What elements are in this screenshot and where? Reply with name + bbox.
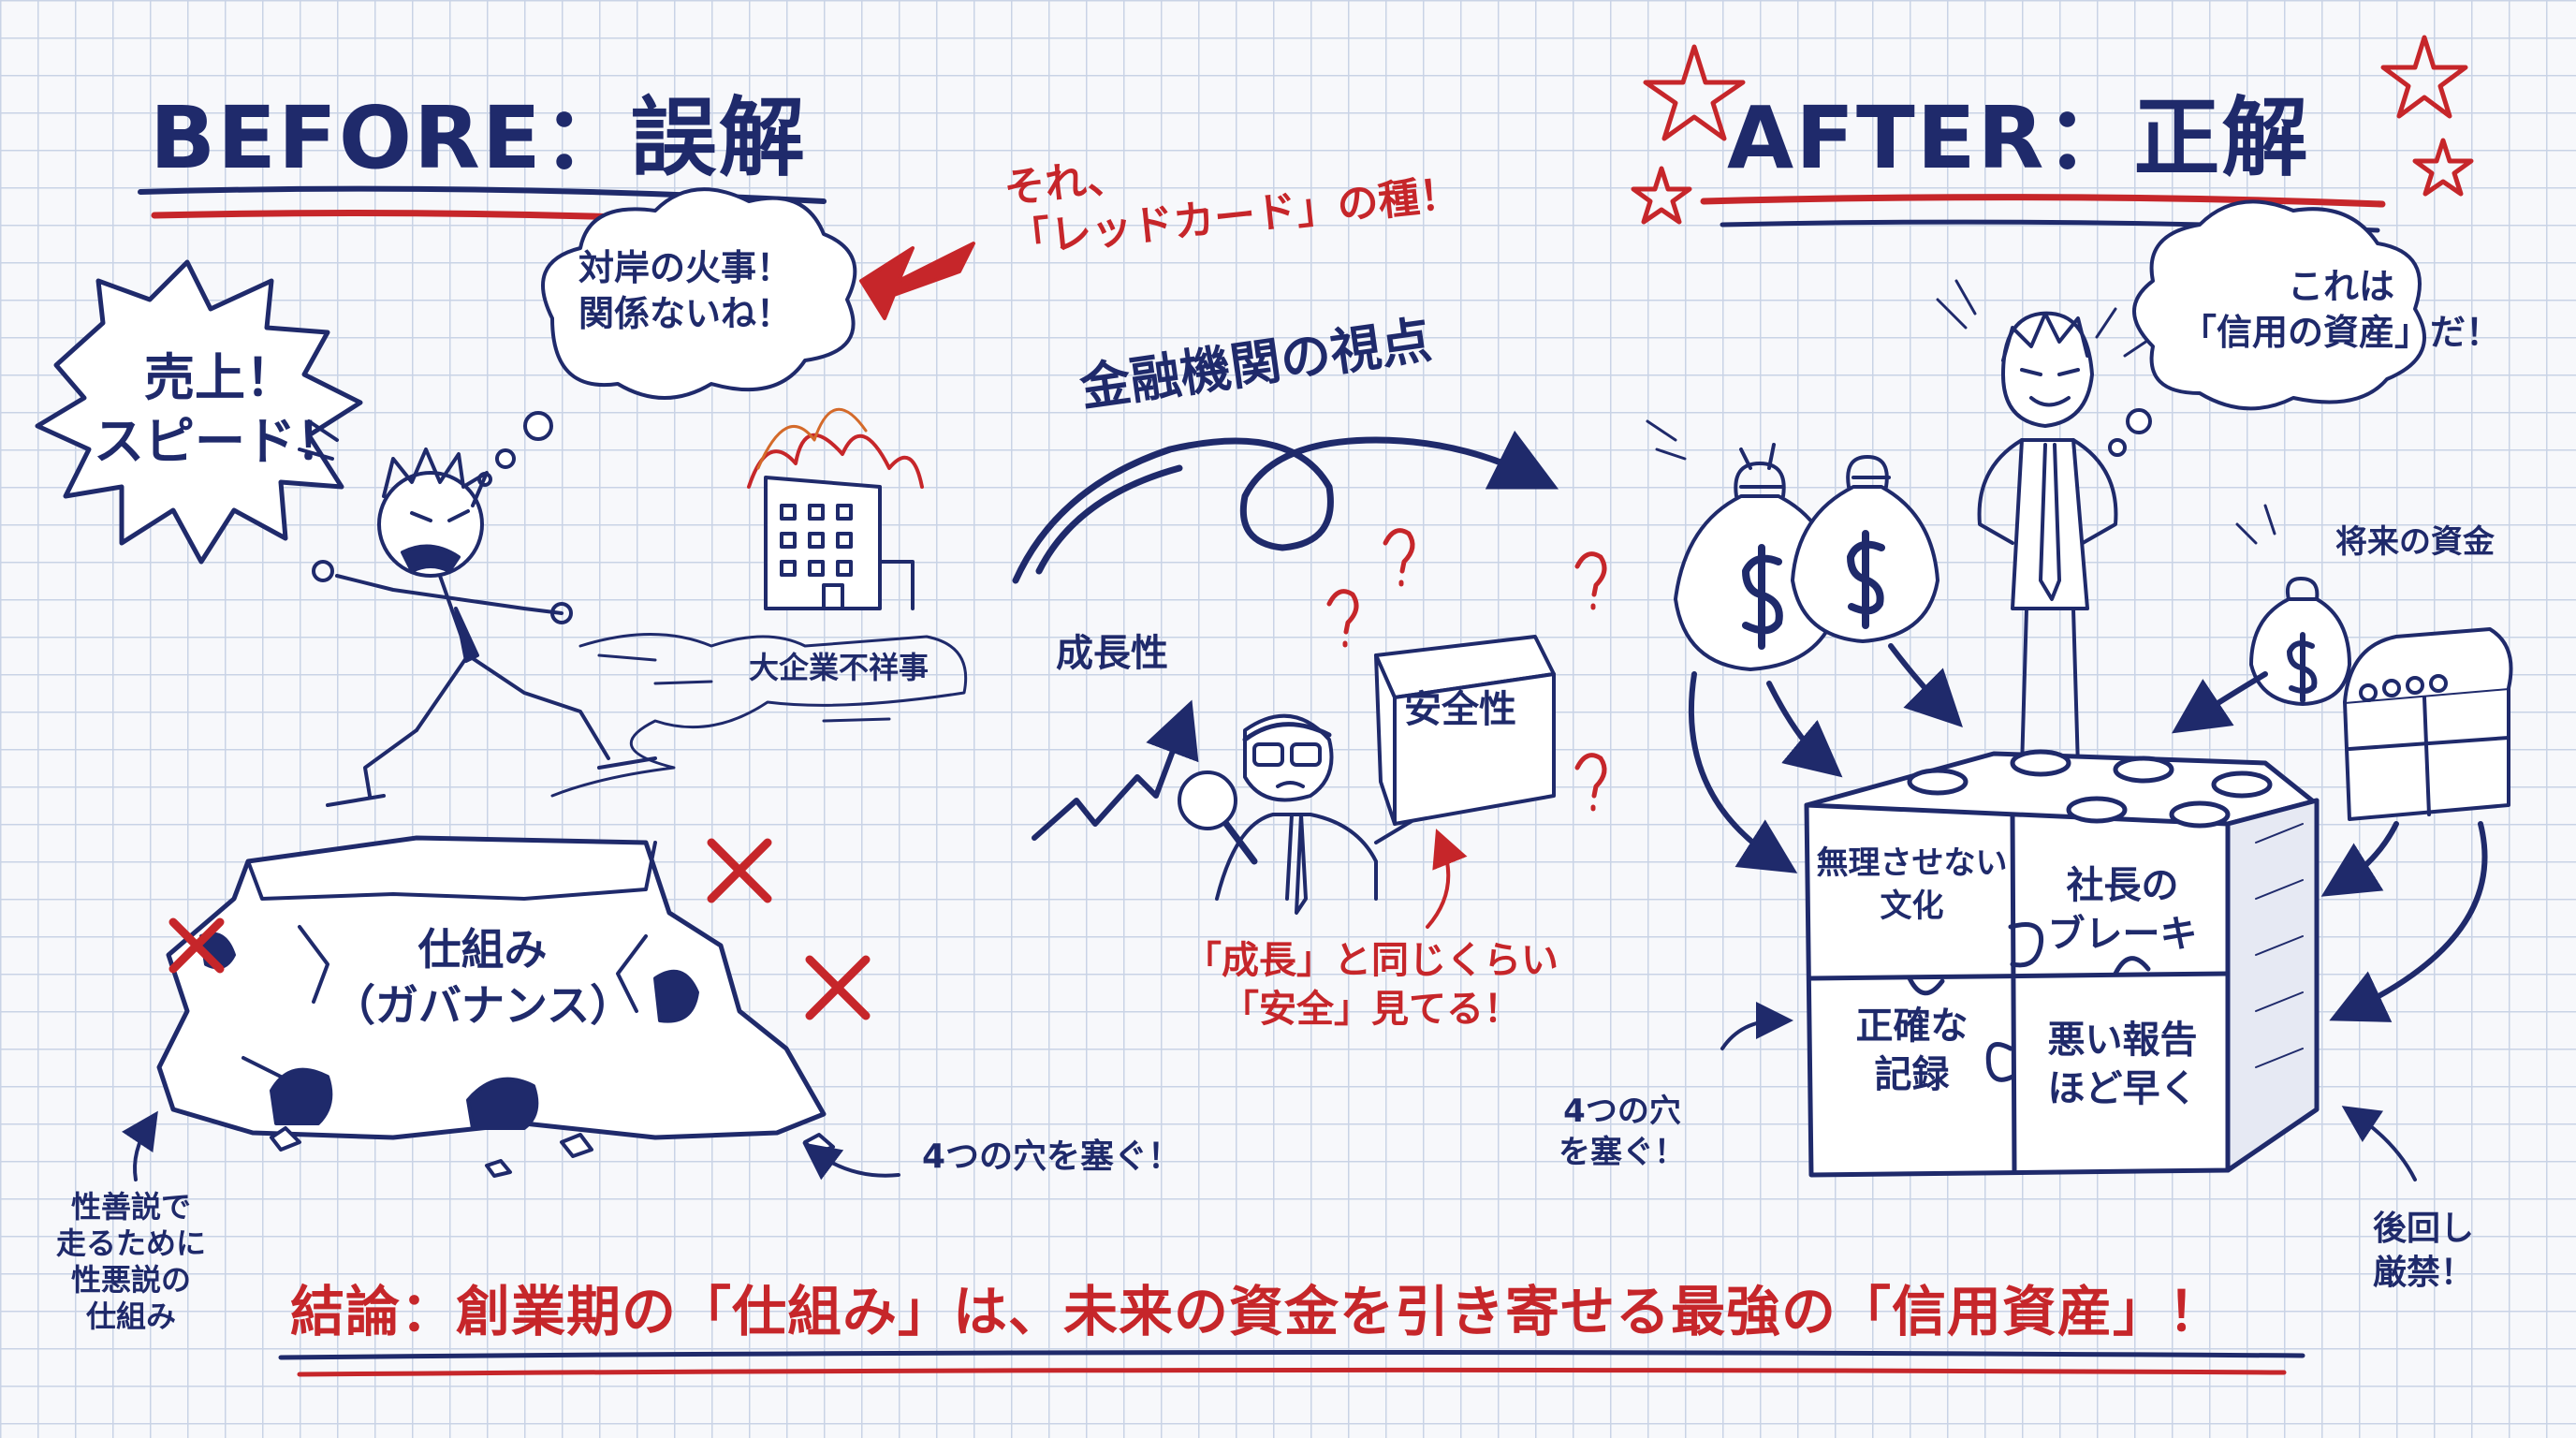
growth-arrow — [1032, 699, 1199, 841]
block-line: ほど早く — [2047, 1067, 2198, 1110]
after-title: AFTER：正解 — [1727, 88, 2310, 188]
thought-cloud-after — [2108, 199, 2426, 457]
block-3: 正確な 記録 — [1816, 1002, 2008, 1099]
money-bag-icons — [1674, 443, 2351, 706]
plug-note-before: 4つの穴を塞ぐ！ — [922, 1137, 1182, 1176]
side-note-line: 仕組み — [86, 1299, 177, 1335]
inspector-with-magnifier — [1178, 713, 1425, 915]
box-label: 安全性 — [1404, 688, 1516, 731]
burst-line: スピード！ — [94, 411, 346, 471]
plug-note-line: を塞ぐ！ — [1559, 1134, 1686, 1172]
rock-line: 仕組み — [417, 924, 548, 975]
block-line: 無理させない — [1816, 844, 2008, 882]
block-line: 文化 — [1880, 887, 1944, 925]
side-note-line: 走るために — [56, 1225, 207, 1262]
thought-before-text: 対岸の火事！ 関係ないね！ — [578, 245, 792, 338]
burning-building — [747, 407, 924, 610]
side-note-arrow-left — [122, 1110, 158, 1181]
safety-box — [1374, 635, 1556, 826]
side-note-line: 厳禁！ — [2373, 1253, 2475, 1292]
red-warning-arrow — [859, 242, 975, 320]
rock-line: （ガバナンス） — [332, 979, 634, 1031]
running-businessman — [298, 419, 657, 807]
plug-arrow-left — [802, 1142, 900, 1181]
thought-line: 対岸の火事！ — [578, 247, 793, 288]
shine-lines — [1646, 279, 2276, 545]
speech-burst — [35, 259, 363, 565]
dollar-sign-icons — [1742, 530, 2318, 703]
middle-note-line: 「安全」見てる！ — [1222, 988, 1521, 1031]
block-line: 悪い報告 — [2047, 1019, 2198, 1062]
growth-label: 成長性 — [1056, 632, 1168, 675]
side-note-line: 性善説で — [71, 1189, 192, 1225]
plug-note-line: 4つの穴 — [1563, 1093, 1681, 1130]
block-1: 無理させない 文化 — [1816, 843, 2008, 929]
building-label: 大企業不祥事 — [749, 650, 929, 685]
conclusion-underline — [278, 1349, 2305, 1377]
thought-line: 「信用の資産」だ！ — [2181, 312, 2502, 354]
thought-line: 関係ないね！ — [578, 293, 793, 335]
middle-note: 「成長」と同じくらい 「安全」見てる！ — [1184, 936, 1559, 1034]
conclusion: 結論：創業期の「仕組み」は、未来の資金を引き寄せる最強の「信用資産」！ — [290, 1280, 2224, 1343]
rock-text: 仕組み （ガバナンス） — [332, 922, 633, 1034]
side-note-line: 後回し — [2373, 1210, 2475, 1248]
treasure-chest-icon — [2343, 627, 2513, 821]
puzzle-block-base — [1804, 749, 2320, 1178]
block-line: 正確な — [1855, 1005, 1969, 1048]
middle-note-line: 「成長」と同じくらい — [1184, 939, 1559, 982]
side-note-line: 性悪説の — [71, 1262, 192, 1299]
future-funds-label: 将来の資金 — [2335, 523, 2495, 561]
river — [550, 633, 968, 798]
flow-arrows — [1689, 643, 2488, 1181]
x-mark-icons — [168, 838, 871, 1020]
block-line: 記録 — [1874, 1053, 1950, 1096]
star-icons — [1631, 35, 2474, 225]
block-line: 社長の — [2066, 864, 2179, 907]
question-mark-icons — [1326, 528, 1607, 812]
confident-businessman — [1977, 311, 2118, 779]
thought-cloud-before — [477, 187, 857, 487]
burst-line: 売上！ — [144, 348, 296, 407]
looping-arrow — [1012, 430, 1559, 584]
burst-text: 売上！ スピード！ — [94, 346, 346, 473]
block-4: 悪い報告 ほど早く — [2022, 1016, 2223, 1113]
block-2: 社長の ブレーキ — [2022, 861, 2223, 959]
thought-line: これは — [2288, 266, 2395, 307]
before-title: BEFORE：誤解 — [150, 88, 807, 188]
red-note-arrow — [1426, 829, 1468, 929]
plug-note-after: 4つの穴 を塞ぐ！ — [1559, 1091, 1686, 1173]
block-line: ブレーキ — [2047, 913, 2198, 956]
thought-after-text: これは 「信用の資産」だ！ — [2181, 264, 2501, 357]
side-note-before: 性善説で 走るために 性悪説の 仕組み — [56, 1189, 206, 1335]
side-note-after: 後回し 厳禁！ — [2373, 1208, 2474, 1296]
